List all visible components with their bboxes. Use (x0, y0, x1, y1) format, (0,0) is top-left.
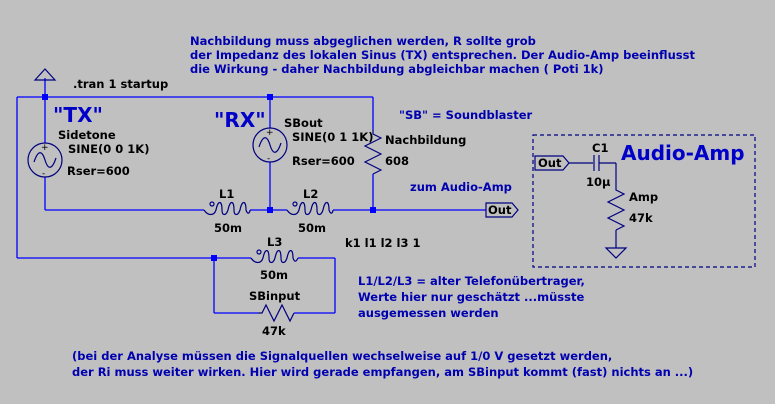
sbout-rser[interactable]: Rser=600 (292, 154, 355, 168)
junction-dot (267, 94, 273, 100)
comment-transformer-line-3: ausgemessen werden (358, 306, 499, 320)
l1-name[interactable]: L1 (219, 187, 234, 201)
sbout-value[interactable]: SINE(0 1 1K) (292, 130, 373, 144)
comment-top-line-2: der Impedanz des lokalen Sinus (TX) ents… (190, 48, 695, 62)
c1-name[interactable]: C1 (592, 141, 608, 155)
sine-wave-icon (33, 152, 57, 168)
sbinput-name[interactable]: SBinput (249, 289, 301, 303)
l3-value[interactable]: 50m (260, 268, 288, 282)
l2-value[interactable]: 50m (298, 221, 326, 235)
minus-sign: - (267, 154, 270, 164)
l1-value[interactable]: 50m (214, 221, 242, 235)
audio-amp-circuit (569, 155, 628, 259)
coupling-directive[interactable]: k1 l1 l2 l3 1 (345, 236, 421, 250)
comment-soundblaster: "SB" = Soundblaster (399, 108, 533, 122)
plus-sign: + (41, 143, 49, 153)
junction-dot (42, 94, 48, 100)
junctions (42, 94, 376, 261)
junction-dot (267, 207, 273, 213)
junction-dot (370, 207, 376, 213)
nachbildung-value[interactable]: 608 (385, 154, 409, 168)
comment-top-line-3: die Wirkung - daher Nachbildung abgleich… (190, 62, 604, 76)
sine-wave-icon (258, 137, 282, 153)
sidetone-name[interactable]: Sidetone (58, 128, 116, 142)
sbinput-value[interactable]: 47k (262, 324, 286, 338)
amp-name[interactable]: Amp (629, 190, 658, 204)
out-port-main[interactable]: Out (485, 202, 519, 218)
c1-value[interactable]: 10µ (586, 175, 611, 189)
l3-name[interactable]: L3 (267, 235, 282, 249)
sbout-name[interactable]: SBout (284, 116, 323, 130)
polarity-dot-icon (292, 201, 298, 207)
comment-zum-audio-amp: zum Audio-Amp (410, 180, 512, 194)
polarity-dot-icon (256, 249, 262, 255)
out-port-main-label: Out (488, 203, 512, 217)
voltage-source-sidetone[interactable]: + - (27, 142, 63, 179)
comment-top-line-1: Nachbildung muss abgeglichen werden, R s… (190, 34, 536, 48)
comment-bottom-line-1: (bei der Analyse müssen die Signalquelle… (72, 349, 612, 363)
comment-bottom-line-2: der Ri muss weiter wirken. Hier wird ger… (72, 365, 693, 379)
coil-icon (286, 201, 334, 216)
out-port-amp[interactable]: Out (534, 155, 570, 171)
tran-directive[interactable]: .tran 1 startup (73, 77, 168, 91)
sidetone-rser[interactable]: Rser=600 (67, 164, 130, 178)
port-flag-icon (534, 155, 570, 171)
audio-amp-heading: Audio-Amp (621, 141, 745, 165)
resistor-amp[interactable] (606, 186, 626, 231)
resistor-sbinput[interactable] (258, 303, 295, 323)
coil-icon (250, 249, 299, 264)
nachbildung-name[interactable]: Nachbildung (385, 133, 466, 147)
sidetone-value[interactable]: SINE(0 0 1K) (68, 142, 149, 156)
coil-icon (203, 201, 251, 216)
rx-heading: "RX" (214, 108, 266, 132)
signal-flag-icon[interactable] (33, 68, 57, 81)
polarity-dot-icon (209, 201, 215, 207)
l2-name[interactable]: L2 (303, 187, 318, 201)
tx-heading: "TX" (53, 103, 103, 127)
sine-source-icon (27, 142, 63, 178)
comment-transformer-line-1: L1/L2/L3 = alter Telefonübertrager, (358, 274, 585, 288)
inductor-l3[interactable] (250, 249, 299, 264)
plus-sign: + (266, 128, 274, 138)
wires (16, 78, 486, 314)
ground-icon (604, 247, 628, 259)
resistor-nachbildung[interactable] (363, 130, 383, 175)
port-flag-icon (485, 202, 519, 218)
out-port-amp-label: Out (538, 156, 562, 170)
junction-dot (211, 255, 217, 261)
minus-sign: - (42, 169, 45, 179)
amp-value[interactable]: 47k (629, 211, 653, 225)
inductor-l1[interactable] (203, 201, 251, 216)
inductor-l2[interactable] (286, 201, 334, 216)
voltage-source-sbout[interactable]: + - (252, 127, 288, 164)
audio-amp-box (532, 134, 756, 268)
sine-source-icon (252, 127, 288, 163)
comment-transformer-line-2: Werte hier nur geschätzt ...müsste (358, 290, 584, 304)
